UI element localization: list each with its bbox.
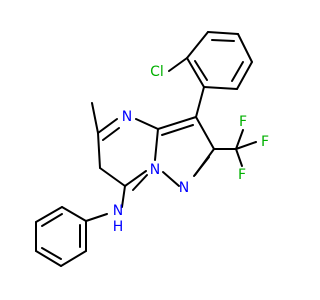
bond	[195, 86, 205, 118]
bridgehead-nitrogen-label: N	[150, 162, 160, 178]
fluorine-right-label: F	[261, 134, 269, 150]
bond	[99, 167, 126, 187]
bond	[157, 116, 197, 130]
bond	[235, 141, 257, 150]
bond	[235, 148, 243, 167]
bond	[132, 174, 148, 191]
bond	[61, 206, 87, 222]
bond	[186, 31, 209, 59]
fluorine-bottom-label: F	[238, 167, 246, 183]
fluorine-top-label: F	[239, 114, 247, 130]
bond	[168, 57, 188, 72]
amine-nitrogen-label: N	[113, 203, 123, 219]
bond	[102, 127, 120, 141]
bond	[35, 206, 63, 223]
bond	[194, 60, 208, 81]
pyrimidine-nitrogen-label: N	[122, 109, 132, 125]
bond	[236, 61, 253, 90]
chlorine-atom-label: Cl	[150, 64, 164, 80]
bond-lines	[35, 31, 257, 267]
bond	[41, 213, 63, 227]
bond	[211, 39, 235, 42]
molecule-structure: Cl N N N F F F N H	[35, 31, 269, 267]
bond	[97, 132, 101, 169]
bond	[85, 213, 108, 222]
bond	[161, 124, 194, 136]
atom-labels: Cl N N N F F F N H	[113, 64, 269, 235]
bond	[237, 33, 253, 63]
bond	[186, 57, 205, 88]
bond	[91, 102, 99, 134]
bond	[35, 250, 62, 267]
bond	[203, 86, 238, 90]
pyrazole-nitrogen-label: N	[179, 180, 189, 196]
bond	[121, 185, 126, 208]
bond	[97, 118, 118, 134]
bond	[41, 247, 62, 260]
bond	[193, 156, 210, 177]
bond	[207, 31, 239, 35]
bond	[235, 129, 244, 150]
bond	[195, 116, 215, 150]
bond	[154, 128, 159, 161]
bond	[135, 118, 159, 130]
bond	[231, 61, 244, 82]
bond	[124, 170, 147, 187]
bond	[162, 171, 180, 187]
amine-hydrogen-label: H	[113, 219, 124, 235]
bond	[60, 250, 87, 267]
